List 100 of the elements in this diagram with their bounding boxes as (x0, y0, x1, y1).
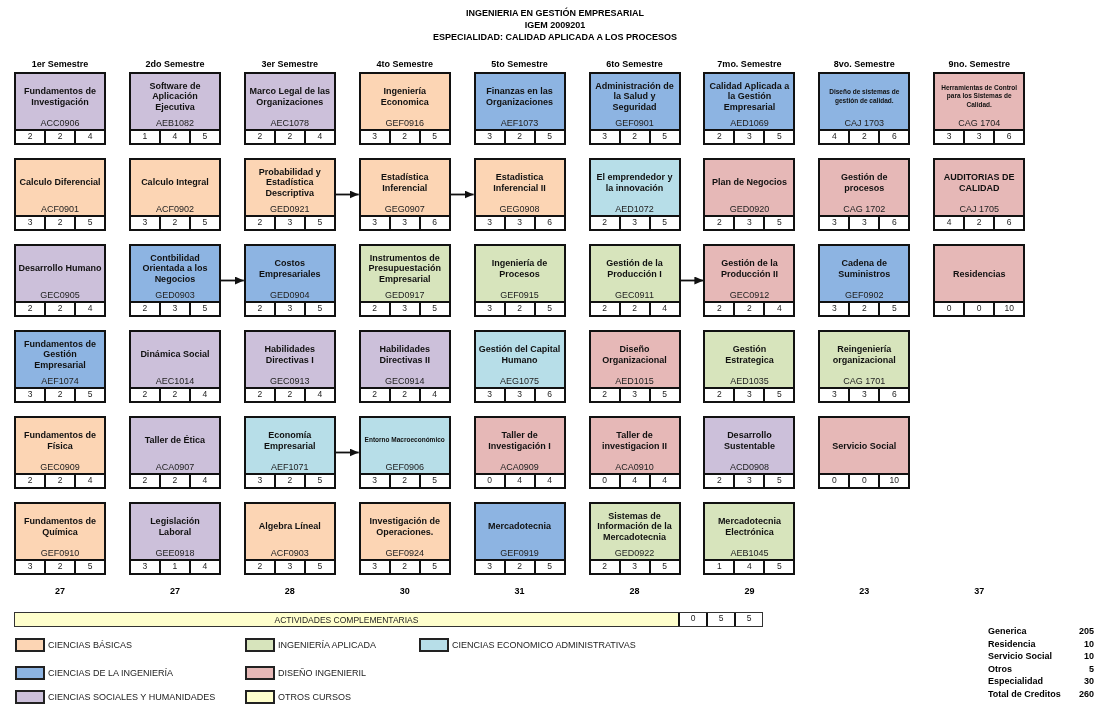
course-code: GEG0907 (384, 204, 425, 214)
credit-cell: 5 (188, 301, 219, 315)
course-code: CAJ 1705 (959, 204, 999, 214)
credit-cell: 4 (733, 559, 764, 573)
course-name: Fundamentos de Química (23, 516, 97, 537)
credit-cell: 4 (503, 473, 534, 487)
credit-cell: 3 (130, 559, 159, 573)
semester-heading: 2do Semestre (145, 59, 205, 70)
credit-cell: 3 (475, 215, 504, 229)
course-box (818, 72, 911, 145)
course-code: ACF0901 (41, 204, 79, 214)
course-box (588, 158, 681, 231)
semester-heading: 7mo. Semestre (717, 59, 782, 70)
course-box (588, 502, 681, 575)
credit-cell: 3 (273, 215, 304, 229)
credit-cell: 5 (763, 129, 794, 143)
credit-cell: 2 (245, 215, 274, 229)
credit-cell: 3 (475, 387, 504, 401)
course-name: Instrumentos de Presupuestación Empresarial (367, 252, 442, 285)
credit-cell: 5 (418, 473, 449, 487)
credit-cell: 2 (273, 473, 304, 487)
course-code: GEC0905 (40, 290, 80, 300)
course-name: Habilidades Directivas II (378, 344, 431, 365)
course-name: Ingeniería de Procesos (490, 258, 549, 279)
credit-cell: 2 (590, 559, 619, 573)
subtitle: ESPECIALIDAD: CALIDAD APLICADA A LOS PROCESOS (432, 32, 678, 43)
course-code: GEF0924 (385, 548, 424, 558)
credit-cell: 3 (130, 215, 159, 229)
credit-cell: 2 (503, 129, 534, 143)
course-code: GEC0912 (729, 290, 770, 300)
course-name: Desarrollo Sustentable (722, 430, 776, 451)
credit-cell: 0 (590, 473, 619, 487)
credit-cell: 3 (618, 215, 649, 229)
credit-cell: 2 (388, 387, 419, 401)
credit-cell: 3 (475, 301, 504, 315)
arrow (449, 190, 475, 199)
credit-cell: 0 (820, 473, 849, 487)
credit-cell: 5 (533, 301, 564, 315)
credit-cell: 2 (618, 129, 649, 143)
course-name: Habilidades Directivas I (263, 344, 317, 365)
course-code: ACC0906 (40, 118, 80, 128)
credit-cell: 4 (303, 387, 334, 401)
credit-cell: 4 (74, 301, 104, 315)
course-code: GEF0910 (40, 548, 80, 558)
credit-cell: 2 (44, 559, 74, 573)
credit-cell: 10 (993, 301, 1024, 315)
credit-cell: 4 (74, 129, 104, 143)
credit-cell: 5 (648, 387, 679, 401)
credit-cell: 5 (74, 387, 104, 401)
legend-label: CIENCIAS SOCIALES Y HUMANIDADES (48, 691, 216, 703)
credit-cell: 2 (273, 387, 304, 401)
semester-heading: 3er Semestre (261, 59, 319, 70)
credit-cell: 3 (16, 387, 44, 401)
bar-label: ACTIVIDADES COMPLEMENTARIAS (274, 614, 419, 625)
course-box (473, 502, 566, 575)
arrow (679, 276, 705, 285)
credit-cell: 6 (878, 387, 909, 401)
course-box (933, 158, 1026, 231)
credit-cell: 5 (763, 387, 794, 401)
credit-cell: 3 (848, 215, 879, 229)
course-box (128, 158, 221, 231)
course-code: CAG 1704 (958, 118, 1001, 128)
course-name: Probabilidad y Estadística Descriptiva (257, 166, 322, 199)
semester-heading: 8vo. Semestre (833, 59, 895, 70)
course-box (243, 244, 336, 317)
credit-cell: 1 (130, 129, 159, 143)
course-code: GED0921 (270, 204, 310, 214)
credit-cell: 3 (475, 559, 504, 573)
credit-total: 28 (629, 586, 640, 597)
course-name: AUDITORIAS DE CALIDAD (942, 172, 1016, 193)
credit-cell: 10 (878, 473, 909, 487)
credit-cell: 2 (44, 129, 74, 143)
summary-value: 10 (1084, 638, 1094, 650)
credit-cell: 2 (44, 215, 74, 229)
course-code: GEF0916 (385, 118, 424, 128)
credit-cell: 5 (648, 559, 679, 573)
course-code: GEF0919 (500, 548, 539, 558)
course-box (933, 244, 1026, 317)
course-code: AED1035 (730, 376, 769, 386)
course-box (818, 158, 911, 231)
credit-cell: 3 (820, 215, 849, 229)
credit-cell: 2 (705, 215, 734, 229)
course-name: Marco Legal de las Organizaciones (248, 86, 332, 107)
course-box (243, 72, 336, 145)
course-box (703, 502, 796, 575)
course-code: CAG 1702 (843, 204, 886, 214)
course-box (473, 244, 566, 317)
course-box (14, 72, 106, 145)
course-code: AEF1073 (500, 118, 539, 128)
course-name: Servicio Social (832, 440, 897, 452)
course-code: GEE0918 (155, 548, 195, 558)
course-code: AED1015 (615, 376, 654, 386)
credit-cell: 2 (44, 301, 74, 315)
course-code: GED0903 (155, 290, 195, 300)
course-name: Gestión de la Producción II (719, 258, 779, 279)
summary-value: 30 (1084, 676, 1094, 688)
course-box (14, 416, 106, 489)
course-code: AEC1078 (270, 118, 310, 128)
course-box (473, 416, 566, 489)
credit-cell: 2 (130, 387, 159, 401)
